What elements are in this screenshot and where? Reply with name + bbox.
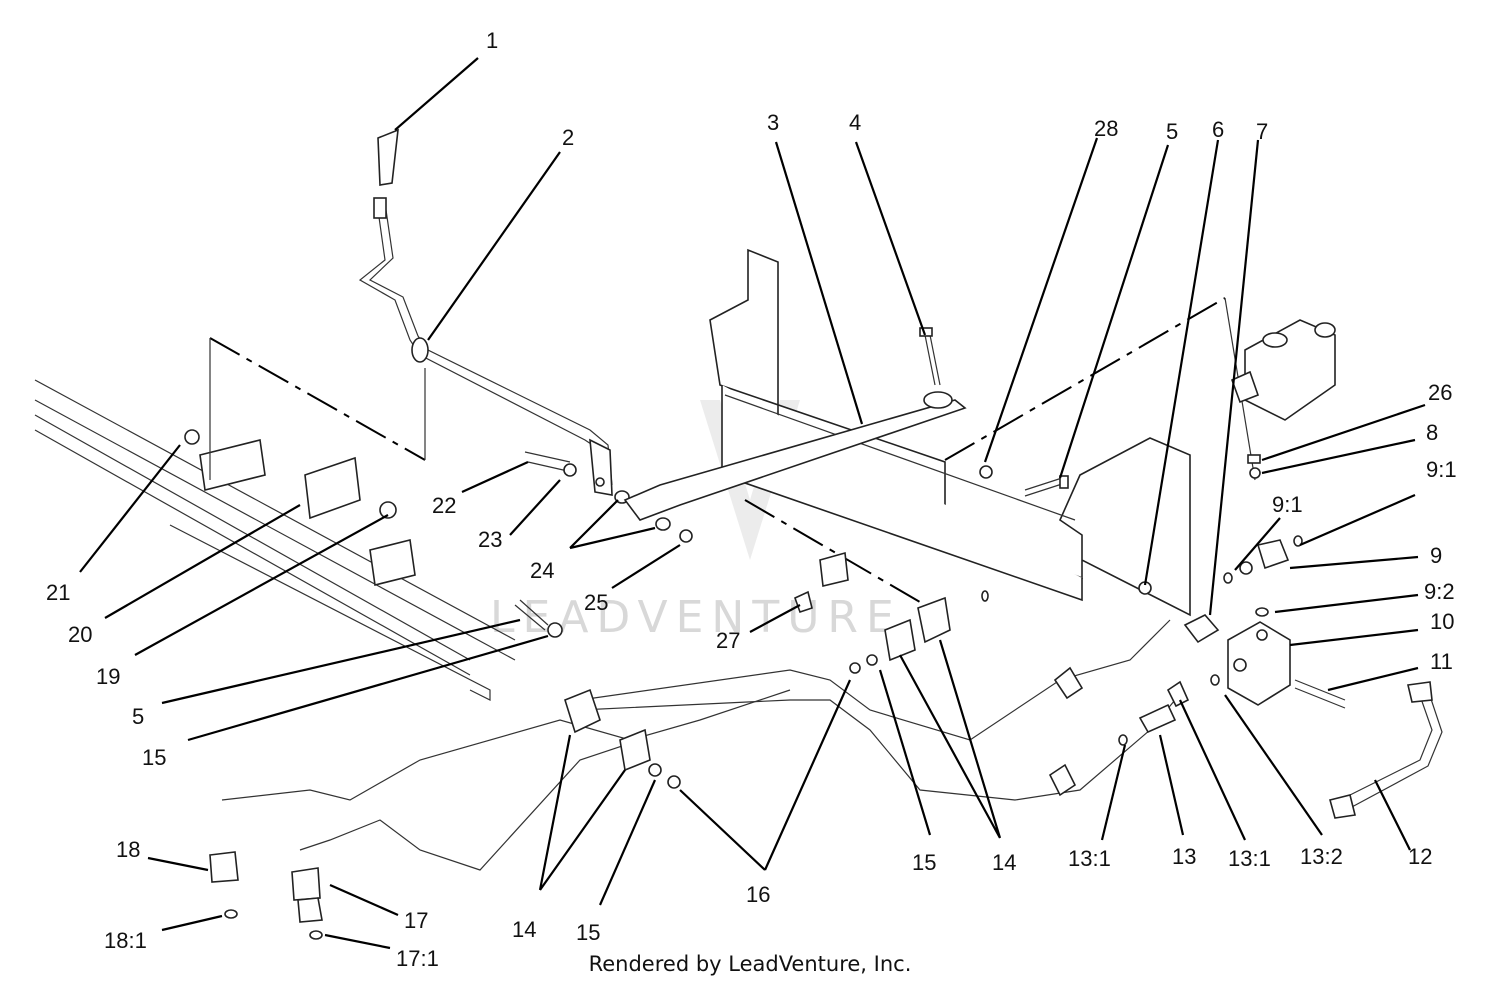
- callout-label: 17: [404, 908, 428, 933]
- callout-label: 13:2: [1300, 844, 1343, 869]
- callout-label: 13:1: [1228, 846, 1271, 871]
- callout-label: 13: [1172, 844, 1196, 869]
- callout-label: 9:1: [1272, 492, 1303, 517]
- callout-label: 13:1: [1068, 846, 1111, 871]
- callout-label: 18:1: [104, 928, 147, 953]
- callout-label: 11: [1430, 649, 1453, 674]
- callout-label: 6: [1212, 117, 1224, 142]
- callout-label: 18: [116, 837, 140, 862]
- brake-lines: [209, 619, 1443, 940]
- fasteners: [919, 327, 1261, 497]
- callout-label: 22: [432, 493, 456, 518]
- callout-label: 24: [530, 558, 554, 583]
- callout-label: 8: [1426, 420, 1438, 445]
- callout-label: 1: [486, 28, 498, 53]
- leader-lines: [79, 57, 1426, 950]
- callout-label: 14: [512, 917, 536, 942]
- callout-label: 9:2: [1424, 579, 1455, 604]
- valve-assembly: [1183, 319, 1346, 709]
- footer-credit: Rendered by LeadVenture, Inc.: [588, 952, 912, 976]
- mounting-bracket: [623, 248, 1191, 617]
- callout-label: 16: [746, 882, 770, 907]
- callout-label: 15: [576, 920, 600, 945]
- callout-label: 23: [478, 527, 502, 552]
- callout-label: 17:1: [396, 946, 439, 971]
- frame-rails: [34, 379, 516, 701]
- callout-label: 27: [716, 628, 740, 653]
- callout-label: 20: [68, 622, 92, 647]
- callout-label: 5: [1166, 119, 1178, 144]
- callout-label: 15: [912, 850, 936, 875]
- callout-label: 21: [46, 580, 70, 605]
- callout-label: 3: [767, 110, 779, 135]
- callout-label: 4: [849, 110, 861, 135]
- callout-label: 2: [562, 125, 574, 150]
- callout-labels: 1 2 3 4 28 5 6 7 26 8 9:1 9:1 9 9:2 10 1…: [46, 28, 1457, 971]
- control-lever: [358, 128, 693, 543]
- callout-label: 19: [96, 664, 120, 689]
- callout-label: 9: [1430, 543, 1442, 568]
- callout-label: 12: [1408, 844, 1432, 869]
- callout-label: 7: [1256, 119, 1268, 144]
- callout-label: 25: [584, 590, 608, 615]
- callout-label: 14: [992, 850, 1016, 875]
- callout-label: 9:1: [1426, 457, 1457, 482]
- callout-label: 15: [142, 745, 166, 770]
- callout-label: 28: [1094, 116, 1118, 141]
- callout-label: 26: [1428, 380, 1452, 405]
- clamps: [514, 551, 989, 789]
- callout-label: 5: [132, 704, 144, 729]
- callout-label: 10: [1430, 609, 1454, 634]
